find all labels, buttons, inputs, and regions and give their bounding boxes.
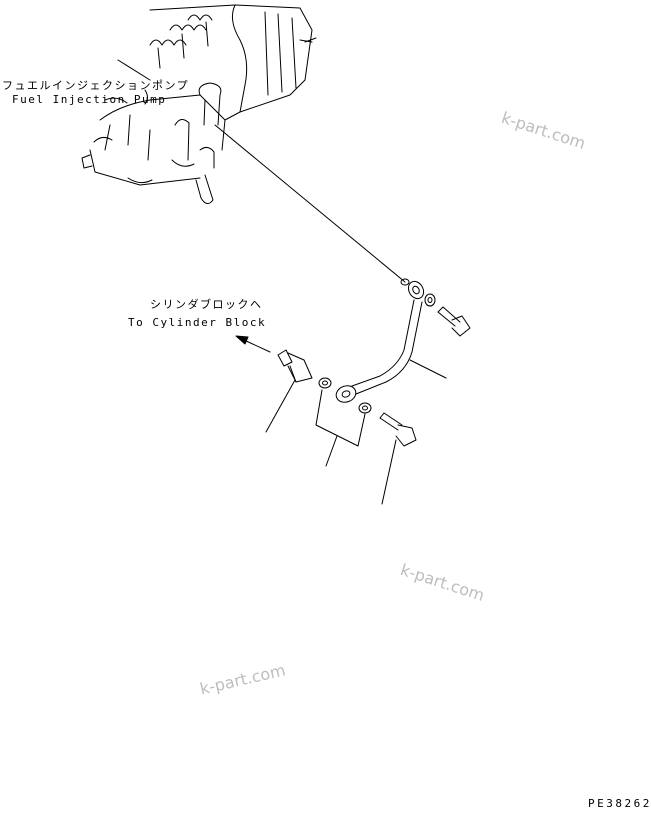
figure-code: PE38262 bbox=[588, 797, 651, 810]
leader-connector bbox=[265, 379, 296, 433]
cylinder-label-jp: シリンダブロックへ bbox=[150, 298, 263, 311]
connector-fitting bbox=[277, 349, 313, 383]
direction-arrow bbox=[235, 335, 271, 353]
leader-washers bbox=[315, 389, 366, 467]
leader-pump-to-fitting bbox=[214, 124, 406, 283]
fuel-injection-pump bbox=[81, 4, 317, 204]
lower-banjo-assembly bbox=[318, 377, 417, 447]
oil-pipe bbox=[351, 299, 423, 395]
cylinder-label-en: To Cylinder Block bbox=[128, 316, 267, 329]
leader-pipe bbox=[409, 359, 447, 379]
leader-lower-bolt bbox=[381, 439, 397, 505]
upper-banjo-assembly bbox=[400, 278, 471, 337]
pump-label-en: Fuel Injection Pump bbox=[12, 93, 167, 106]
pump-label-jp: フュエルインジェクションポンプ bbox=[2, 79, 190, 92]
